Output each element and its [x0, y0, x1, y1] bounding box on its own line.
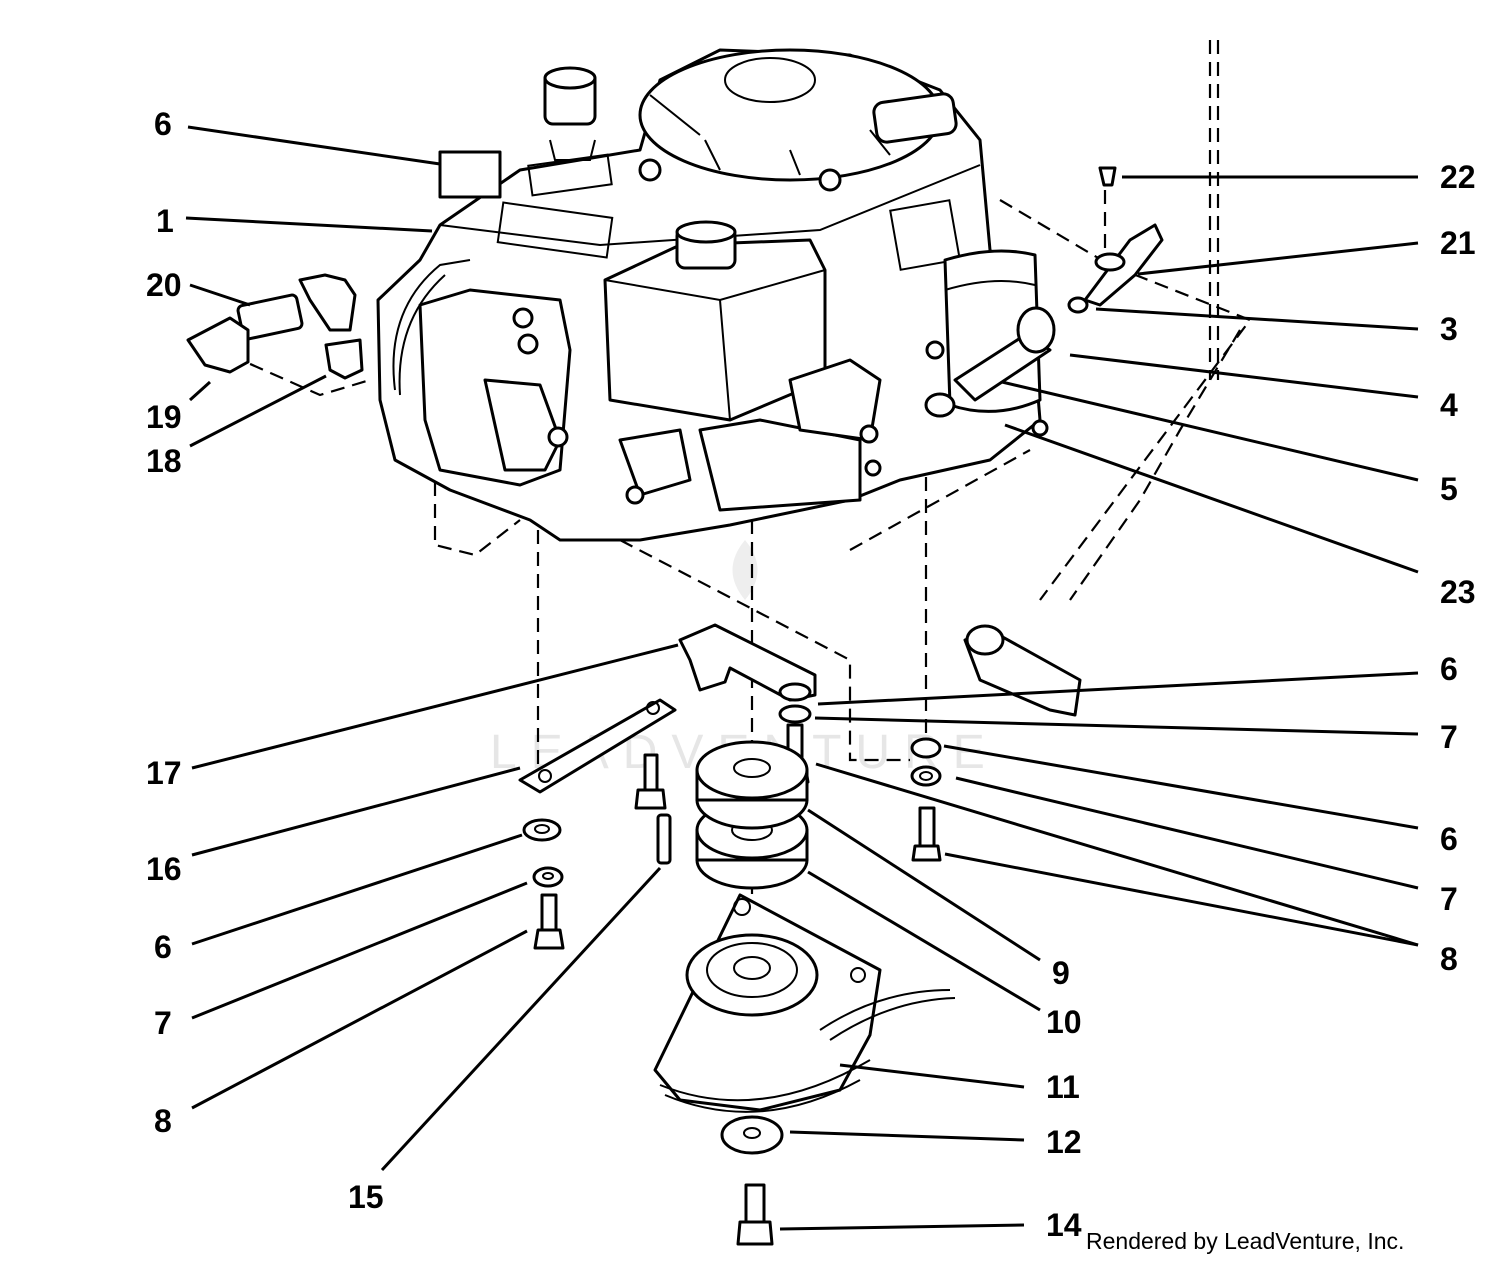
- callout-12: 12: [1046, 1124, 1082, 1160]
- part-9-pulley: [695, 740, 809, 800]
- callout-23: 23: [1440, 574, 1476, 610]
- oil-drain-fittings: [186, 273, 364, 380]
- part-19-elbow: [186, 316, 250, 374]
- engine-assembly: [376, 48, 1049, 542]
- callout-22: 22: [1440, 159, 1476, 195]
- callout-16: 16: [146, 851, 182, 887]
- part-14-bolt: [744, 1183, 766, 1225]
- part-11-clutch: [653, 893, 956, 1113]
- part-15-key: [656, 813, 672, 865]
- right-fasteners: [778, 682, 942, 862]
- callout-15: 15: [348, 1179, 384, 1215]
- callout-8-right: 8: [1440, 941, 1458, 977]
- callout-leaders: [185, 125, 1419, 1231]
- callout-numbers: 6 1 20 19 18 22 21 3 4 5 23 6 7 6 7 8 9 …: [146, 106, 1476, 1243]
- part-4-valve: [1016, 306, 1056, 354]
- callout-2: 6: [154, 106, 172, 142]
- callout-14: 14: [1046, 1207, 1082, 1243]
- callout-4: 4: [1440, 387, 1458, 423]
- right-side-fittings: [953, 166, 1164, 717]
- callout-9: 9: [1052, 955, 1070, 991]
- part-20-nipple: [236, 293, 304, 341]
- starter-handle: [872, 92, 958, 144]
- assembly-guide-lines: [229, 40, 1252, 980]
- part-17-bracket: [678, 623, 817, 702]
- callout-7-upper: 7: [1440, 719, 1458, 755]
- render-credit: Rendered by LeadVenture, Inc.: [1086, 1228, 1405, 1254]
- part-20-elbow: [298, 273, 357, 332]
- callout-20: 20: [146, 267, 182, 303]
- callout-1: 1: [156, 203, 174, 239]
- part-2-decal: [438, 150, 502, 199]
- part-5-drain-tube: [953, 333, 1052, 402]
- callout-5: 5: [1440, 471, 1458, 507]
- callout-6-upper: 6: [1440, 651, 1458, 687]
- part-16-strap: [518, 698, 677, 794]
- callout-10: 10: [1046, 1004, 1082, 1040]
- part-22-screw: [1098, 166, 1117, 187]
- callout-8-left: 8: [154, 1103, 172, 1139]
- callout-21: 21: [1440, 225, 1476, 261]
- callout-6-right: 6: [1440, 821, 1458, 857]
- part-12-washer: [720, 1115, 784, 1155]
- callout-3: 3: [1440, 311, 1458, 347]
- callout-7-right: 7: [1440, 881, 1458, 917]
- callout-19: 19: [146, 399, 182, 435]
- watermark-flame-icon: [732, 540, 758, 600]
- callout-11: 11: [1046, 1069, 1080, 1105]
- callout-7-left: 7: [154, 1005, 172, 1041]
- callout-17: 17: [146, 755, 182, 791]
- pulleys: [695, 740, 809, 890]
- callout-6-left: 6: [154, 929, 172, 965]
- part-3-clamp: [1067, 296, 1089, 314]
- part-18-plug: [324, 338, 364, 380]
- callout-18: 18: [146, 443, 182, 479]
- left-fasteners: [522, 753, 672, 950]
